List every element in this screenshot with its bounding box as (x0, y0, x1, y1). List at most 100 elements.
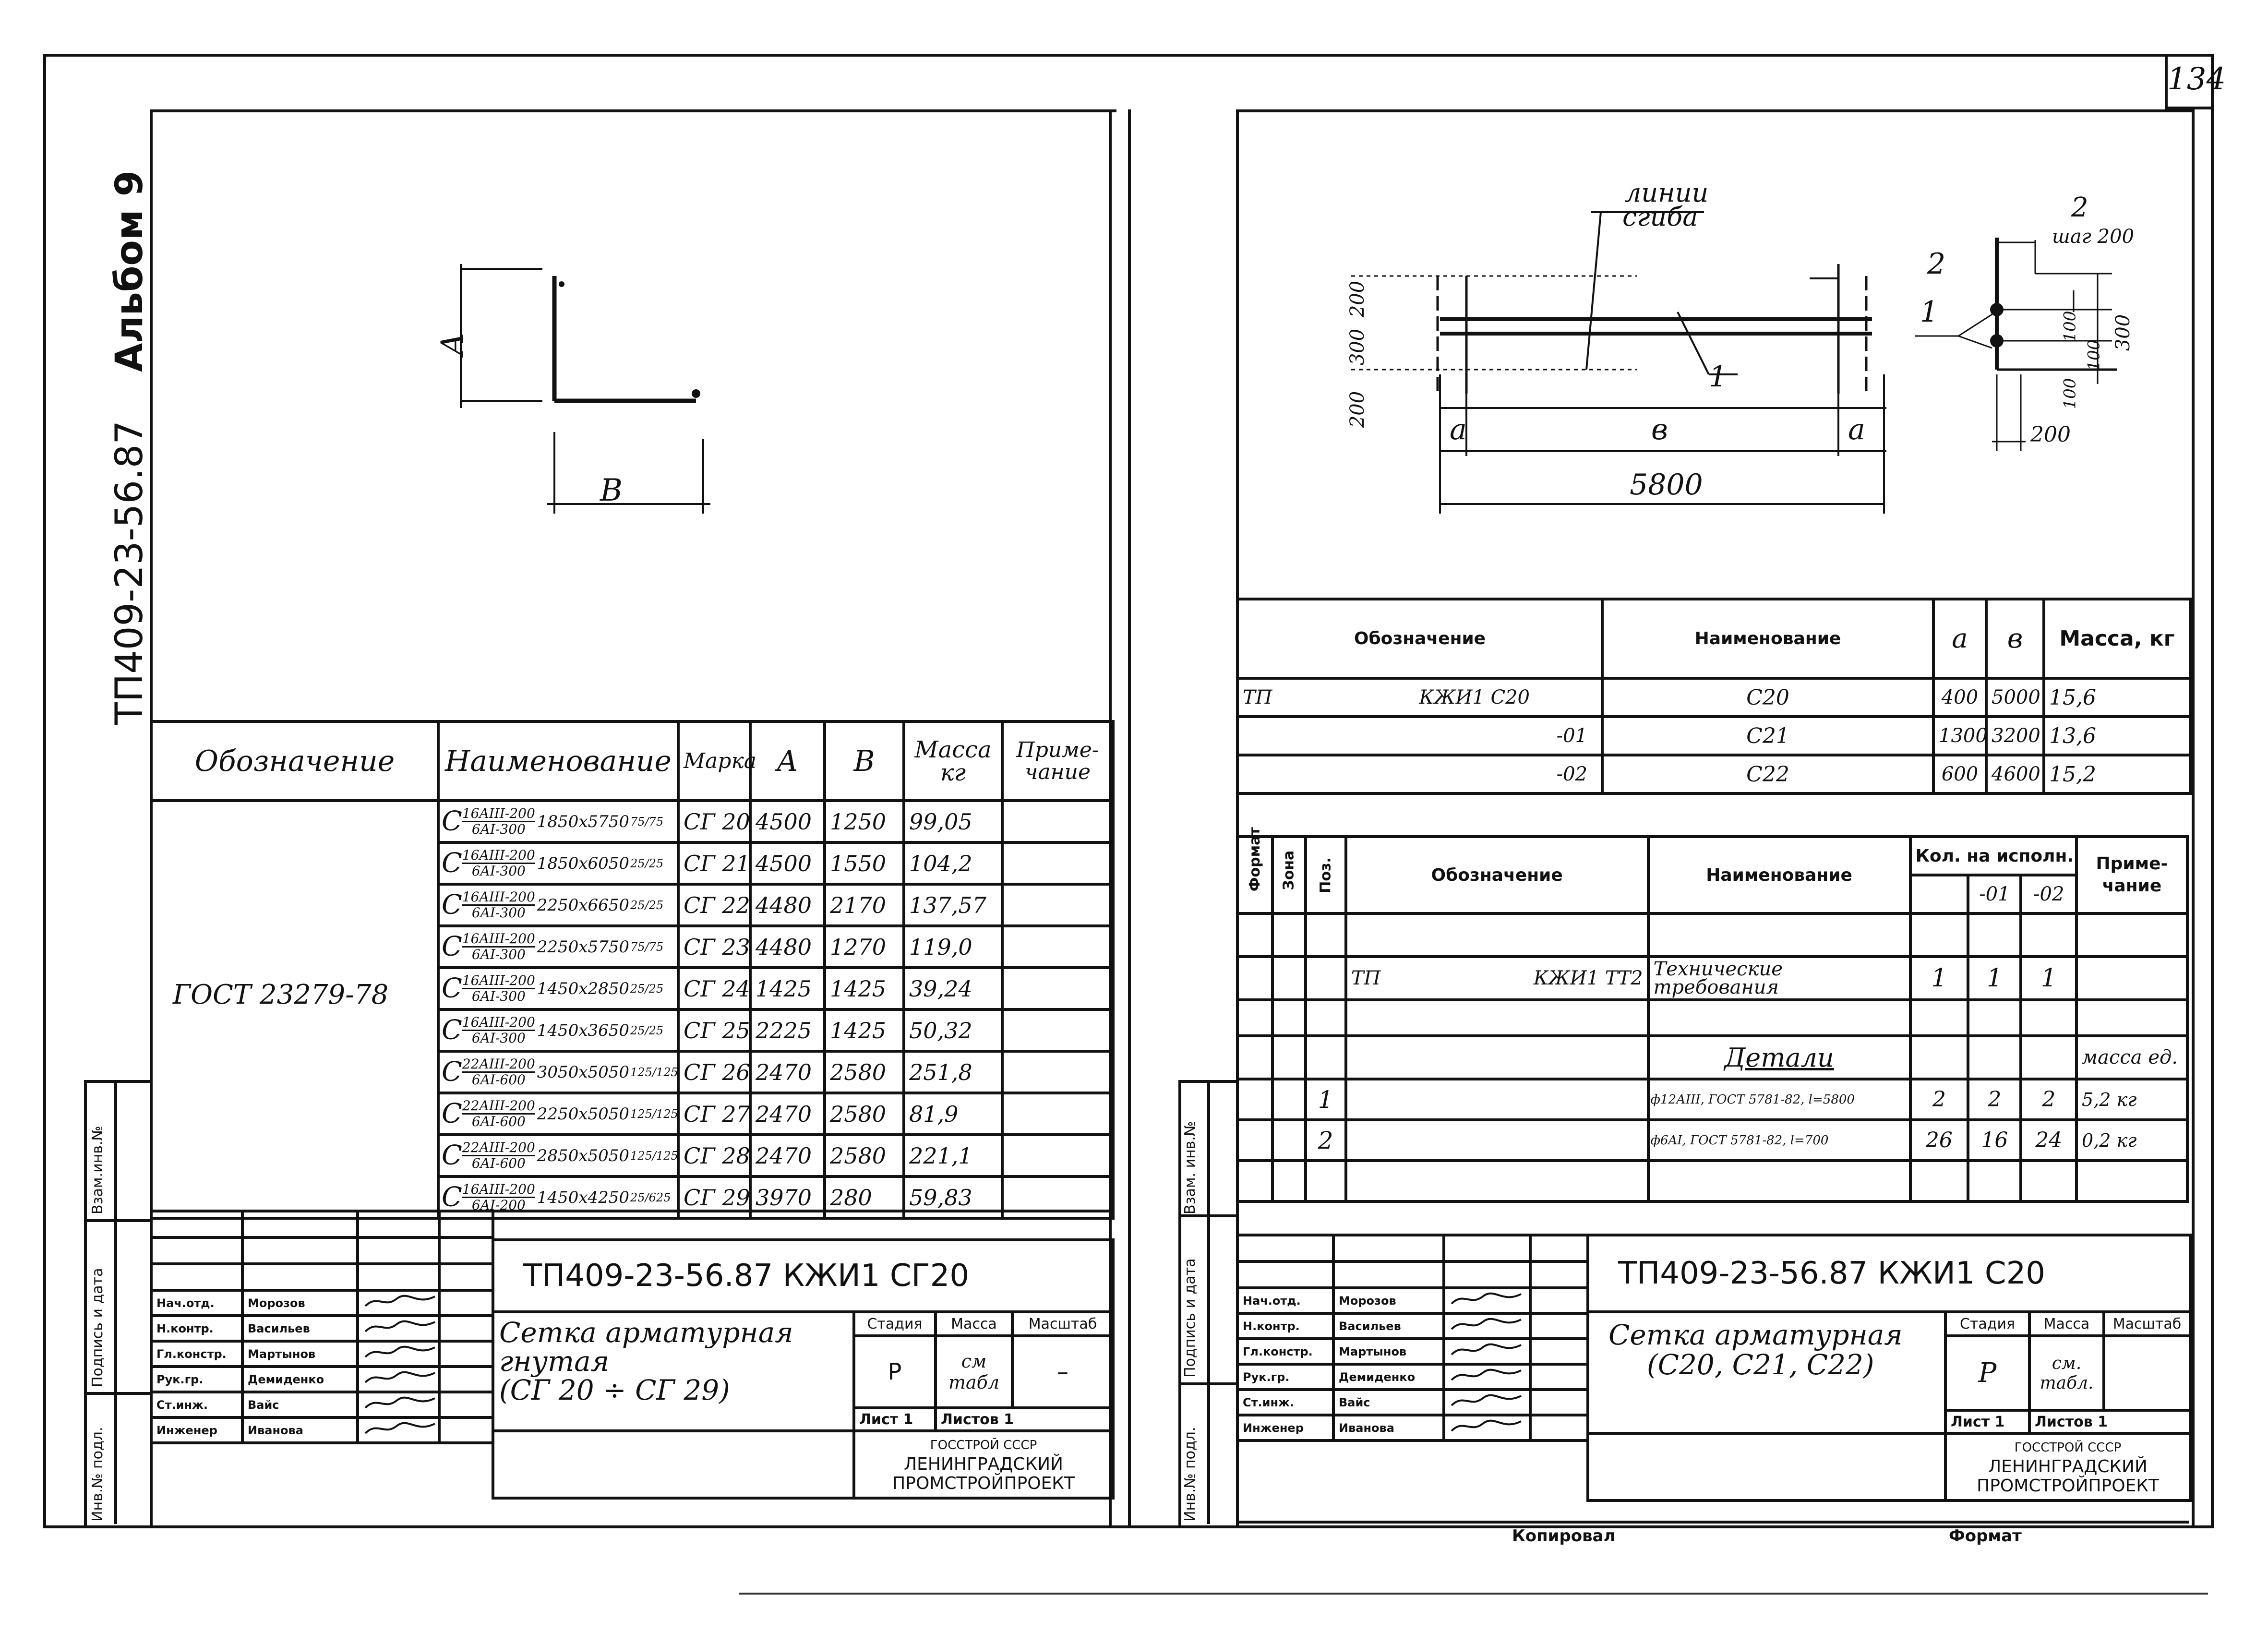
mark-cell: СГ 20 (677, 799, 752, 844)
mass-cell: 119,0 (902, 924, 1004, 969)
a-cell: 1425 (749, 966, 826, 1011)
person-role: Рук.гр. (1236, 1363, 1335, 1391)
person-role: Ст.инж. (1236, 1388, 1335, 1416)
stamp-person-row: Нач.отд.Морозов (1236, 1286, 1589, 1315)
t2-col-format: Формат (1236, 827, 1274, 915)
right-stamp-title: Сетка арматурная (С20, С21, С22) (1586, 1310, 1947, 1435)
bar-main: 16AIII-200 (462, 1014, 535, 1031)
dim-5800: 5800 (1630, 468, 1703, 502)
signature-date (1529, 1312, 1589, 1340)
signature (1442, 1312, 1532, 1340)
stamp-person-row: Гл.констр.Мартынов (1236, 1337, 1589, 1366)
left-side-label-2: Подпись и дата (89, 1268, 106, 1388)
signature-date (438, 1314, 494, 1343)
t2-tt-q1: 1 (1967, 955, 2023, 1001)
t2-details-note: масса ед. (2075, 1034, 2189, 1080)
signature-date (1529, 1388, 1589, 1416)
b-cell: 2580 (823, 1050, 905, 1094)
right-side-label-2: Подпись и дата (1182, 1258, 1199, 1378)
bar-secondary: 6AI-600 (471, 1072, 526, 1088)
person-name: Мартынов (241, 1340, 359, 1368)
variant-designation: -01 (1236, 715, 1604, 756)
dim-100-c: 100 (2084, 339, 2104, 371)
right-mass: см. табл. (2028, 1334, 2105, 1412)
dim-200-bottom: 200 (1346, 391, 1369, 428)
left-stamp-title: Сетка арматурная гнутая (СГ 20 ÷ СГ 29) (492, 1310, 855, 1432)
note-cell (1001, 1092, 1115, 1136)
right-stamp-title-2: (С20, С21, С22) (1647, 1348, 1874, 1381)
variant-name: С21 (1601, 715, 1935, 756)
variant-code: -02 (1556, 763, 1587, 785)
left-mass-h: Масса (934, 1310, 1014, 1337)
signature-date (438, 1289, 494, 1317)
bend-label-2: сгиба (1622, 202, 1698, 232)
a-cell: 4500 (749, 841, 826, 886)
qty-cell: 2 (1967, 1078, 2023, 1121)
person-name: Демиденко (1332, 1363, 1445, 1391)
right-side-label-1: Взам. инв.№ (1182, 1121, 1199, 1214)
t2-col-designation: Обозначение (1344, 835, 1650, 915)
t2-col-note: Приме- чание (2075, 835, 2189, 915)
stamp-person-row: Ст.инж.Вайс (150, 1391, 494, 1419)
footer-copy: Копировал (1512, 1526, 1616, 1546)
t2-col-q1: -01 (1967, 874, 2023, 915)
signature-date (438, 1391, 494, 1419)
part-mass: 5,2 кг (2075, 1078, 2189, 1121)
mesh-prefix: С (442, 1181, 462, 1213)
signature (356, 1416, 441, 1444)
person-role: Инженер (150, 1416, 244, 1444)
person-role: Гл.констр. (1236, 1337, 1335, 1366)
bar-main: 16AIII-200 (462, 889, 535, 906)
mesh-size: 1850x6050 (537, 853, 630, 873)
mesh-prefix: С (442, 889, 462, 921)
mesh-pad: 25/25 (630, 982, 664, 996)
mark-cell: СГ 23 (677, 924, 752, 969)
right-stamp-code: ТП409-23-56.87 КЖИ1 С20 (1586, 1234, 2192, 1313)
person-name: Васильев (241, 1314, 359, 1343)
right-org: ГОССТРОЙ СССР ЛЕНИНГРАДСКИЙ ПРОМСТРОЙПРО… (1944, 1432, 2192, 1502)
pos1-label: 1 (1920, 295, 1939, 329)
part-name: ф12АIII, ГОСТ 5781-82, l=5800 (1646, 1078, 1912, 1121)
col-mark: Марка (677, 720, 756, 802)
left-side-label-3: Инв.№ подл. (89, 1427, 106, 1522)
variant-code: КЖИ1 С20 (1419, 686, 1530, 708)
person-name: Демиденко (241, 1365, 359, 1393)
dim-100-a: 100 (2060, 311, 2080, 342)
person-role: Инженер (1236, 1414, 1335, 1442)
stamp-person-row: Ст.инж.Вайс (1236, 1388, 1589, 1416)
note-cell (1001, 799, 1115, 844)
bar-main: 16AIII-200 (462, 931, 535, 948)
dim-a-left: a (1450, 413, 1467, 446)
mesh-prefix: С (442, 805, 462, 837)
gost-designation: ГОСТ 23279-78 (173, 979, 389, 1010)
variant-name: С22 (1601, 754, 1935, 795)
signature-date (1529, 1337, 1589, 1366)
right-side-div-1 (1178, 1214, 1236, 1217)
mass-cell: 50,32 (902, 1008, 1004, 1053)
mesh-size: 1850x5750 (537, 812, 630, 831)
qty-cell: 24 (2019, 1118, 2078, 1162)
designation-cell (1344, 1118, 1650, 1162)
bar-secondary: 6AI-300 (471, 988, 526, 1004)
bar-secondary: 6AI-300 (471, 905, 526, 921)
mark-cell: СГ 24 (677, 966, 752, 1011)
person-role: Рук.гр. (150, 1365, 244, 1393)
mesh-pad: 125/125 (630, 1065, 678, 1079)
note-cell (1001, 1008, 1115, 1053)
bend-label-1: линии (1625, 178, 1709, 208)
outer-frame (43, 54, 2214, 1528)
bar-secondary: 6AI-300 (471, 863, 526, 879)
dim-300: 300 (1346, 328, 1369, 366)
